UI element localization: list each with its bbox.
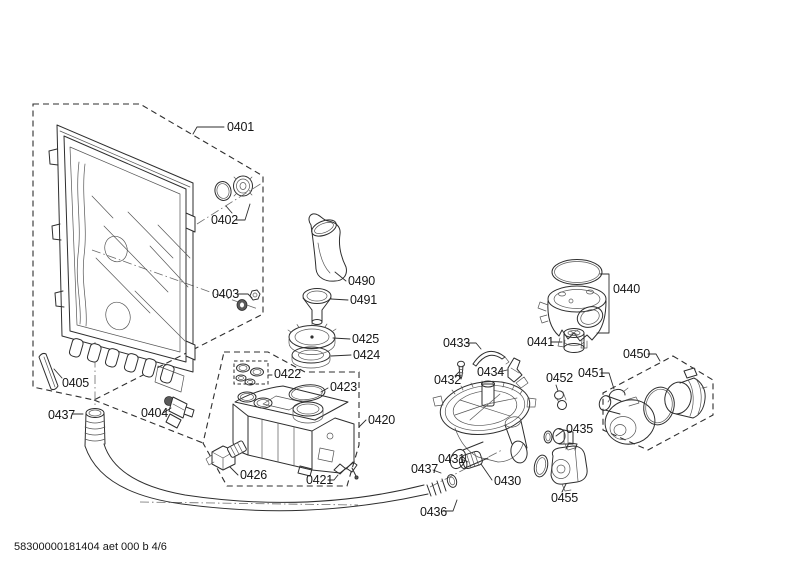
part-ring-0424 (291, 346, 331, 369)
callout-0434: 0434 (477, 365, 504, 379)
part-hose-end-right-0437 (426, 474, 458, 497)
callout-0437-right: 0437 (411, 462, 438, 476)
callout-0455: 0455 (551, 491, 578, 505)
callout-0430: 0430 (494, 474, 521, 488)
callout-0401: 0401 (227, 120, 254, 134)
callout-0436: 0436 (420, 505, 447, 519)
part-drain-pump-0455 (533, 442, 588, 492)
part-cap-0441 (563, 328, 585, 353)
callout-0426: 0426 (240, 468, 267, 482)
part-inner-door-panel (48, 124, 196, 393)
callout-labels: 0401 0402 0403 0405 0437 0404 0490 0491 … (48, 120, 650, 519)
group-box-0420 (202, 351, 360, 487)
part-check-valve-0435 (543, 428, 576, 451)
callout-0440: 0440 (613, 282, 640, 296)
part-seal-ring-0402 (214, 175, 253, 201)
part-hose-0436 (84, 443, 429, 512)
callout-0421: 0421 (306, 473, 333, 487)
callout-0432: 0432 (434, 373, 461, 387)
callout-0425: 0425 (352, 332, 379, 346)
callout-0452: 0452 (546, 371, 573, 385)
part-coupling-0431 (458, 450, 483, 470)
callout-0491: 0491 (350, 293, 377, 307)
callout-0431: 0431 (438, 452, 465, 466)
callout-0441: 0441 (527, 335, 554, 349)
callout-0451: 0451 (578, 366, 605, 380)
part-bracket-0434 (507, 357, 523, 383)
group-box-0422 (233, 360, 269, 385)
callout-0420: 0420 (368, 413, 395, 427)
part-screw-nut-0403 (236, 289, 261, 311)
part-hook-0452 (554, 390, 567, 410)
part-dispenser-0420 (232, 385, 355, 477)
part-valve-0426 (205, 440, 247, 471)
part-hose-connector-left-0437 (84, 408, 106, 447)
part-cap-0425 (287, 322, 337, 355)
part-clip-0421 (333, 461, 359, 480)
callout-0435: 0435 (566, 422, 593, 436)
callout-0422: 0422 (274, 367, 301, 381)
part-strip-0405 (38, 352, 59, 391)
part-caps-0422 (235, 363, 264, 386)
group-box-0450 (602, 355, 714, 451)
group-boxes (32, 103, 714, 487)
callout-0405: 0405 (62, 376, 89, 390)
callout-0433: 0433 (443, 336, 470, 350)
leader-lines (53, 126, 661, 512)
part-funnel-0491 (302, 288, 332, 325)
callout-0490: 0490 (348, 274, 375, 288)
callout-0403: 0403 (212, 287, 239, 301)
callout-0450: 0450 (623, 347, 650, 361)
part-spout-jug-0490 (308, 213, 347, 282)
part-screw-0432 (457, 360, 465, 380)
part-crescent-0433 (472, 350, 510, 367)
callout-0423: 0423 (330, 380, 357, 394)
callout-0402: 0402 (211, 213, 238, 227)
part-sump-0430 (432, 376, 537, 470)
part-oring-0423 (288, 384, 326, 402)
callout-0437-left: 0437 (48, 408, 75, 422)
callout-0404: 0404 (141, 406, 168, 420)
callout-0424: 0424 (353, 348, 380, 362)
document-code: 58300000181404 aet 000 b 4/6 (14, 541, 167, 553)
part-valve-0404 (164, 396, 195, 429)
part-circulation-pump-0450 (598, 367, 708, 445)
